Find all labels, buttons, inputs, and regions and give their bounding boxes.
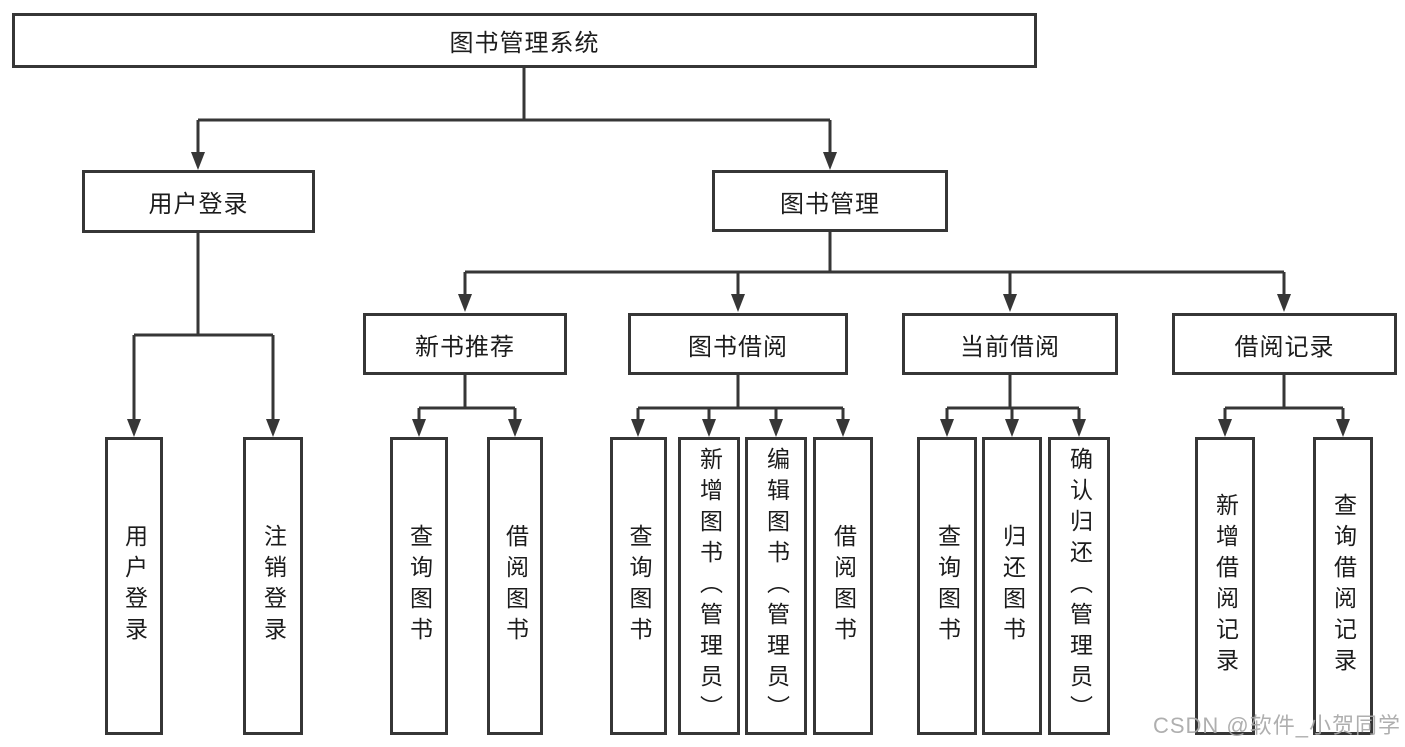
node-current-borrow: 当前借阅 <box>902 313 1118 375</box>
node-new-book-recommend: 新书推荐 <box>363 313 567 375</box>
node-book-management: 图书管理 <box>712 170 948 232</box>
leaf-add-book-admin: 新增图书（管理员） <box>678 437 740 735</box>
node-borrow-records: 借阅记录 <box>1172 313 1397 375</box>
leaf-label: 查询图书 <box>934 524 961 648</box>
arrowheads <box>127 152 1350 437</box>
leaf-borrow-books: 借阅图书 <box>813 437 873 735</box>
leaf-label: 借阅图书 <box>830 524 857 648</box>
leaf-label: 归还图书 <box>999 524 1026 648</box>
leaf-label: 注销登录 <box>260 524 287 648</box>
leaf-query-books: 查询图书 <box>917 437 977 735</box>
leaf-query-books: 查询图书 <box>390 437 448 735</box>
leaf-add-borrow-record: 新增借阅记录 <box>1195 437 1255 735</box>
node-label: 图书管理 <box>780 190 880 218</box>
node-book-management-system: 图书管理系统 <box>12 13 1037 68</box>
leaf-label: 借阅图书 <box>502 524 529 648</box>
leaf-label: 查询借阅记录 <box>1330 493 1357 679</box>
node-label: 借阅记录 <box>1234 333 1335 361</box>
leaf-edit-book-admin: 编辑图书（管理员） <box>745 437 807 735</box>
leaf-query-borrow-record: 查询借阅记录 <box>1313 437 1373 735</box>
node-label: 图书管理系统 <box>449 30 600 57</box>
leaf-confirm-return-admin: 确认归还（管理员） <box>1048 437 1110 735</box>
node-label: 当前借阅 <box>960 333 1060 361</box>
leaf-return-books: 归还图书 <box>982 437 1042 735</box>
node-label: 用户登录 <box>148 191 249 218</box>
leaf-label: 查询图书 <box>406 524 433 648</box>
leaf-label: 编辑图书（管理员） <box>763 446 790 726</box>
leaf-label: 用户登录 <box>121 524 148 648</box>
node-label: 新书推荐 <box>415 333 515 361</box>
node-user-login: 用户登录 <box>82 170 315 233</box>
csdn-watermark: CSDN @软件_小贺同学 <box>1152 713 1401 738</box>
leaf-logout: 注销登录 <box>243 437 303 735</box>
leaf-query-books: 查询图书 <box>610 437 667 735</box>
leaf-label: 新增图书（管理员） <box>696 446 723 726</box>
leaf-label: 确认归还（管理员） <box>1066 446 1093 726</box>
leaf-user-login: 用户登录 <box>105 437 163 735</box>
leaf-borrow-books: 借阅图书 <box>487 437 543 735</box>
leaf-label: 新增借阅记录 <box>1212 493 1239 679</box>
leaf-label: 查询图书 <box>626 524 652 648</box>
node-book-borrow: 图书借阅 <box>628 313 848 375</box>
node-label: 图书借阅 <box>688 333 788 361</box>
